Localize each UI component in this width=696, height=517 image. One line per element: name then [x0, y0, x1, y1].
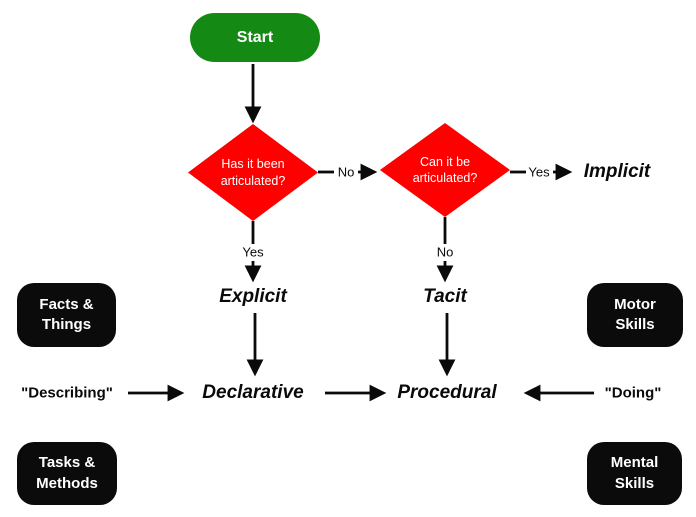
diamond1-line2: articulated?	[220, 173, 286, 188]
term-tacit: Tacit	[423, 286, 467, 307]
motor-line1: Motor	[614, 295, 656, 313]
start-label: Start	[236, 28, 274, 46]
facts-line1: Facts &	[39, 295, 94, 313]
box-mental-skills: Mental Skills	[587, 442, 682, 505]
mental-line1: Mental	[610, 454, 659, 472]
box-motor-skills: Motor Skills	[587, 283, 683, 347]
edge-label-no-to-tacit: No	[434, 244, 456, 260]
diamond1-line1: Has it been	[221, 157, 285, 172]
facts-line2: Things	[41, 316, 92, 333]
edge-label-yes-to-explicit: Yes	[240, 244, 266, 260]
tasks-line2: Methods	[36, 474, 98, 492]
decision-has-it-been-articulated: Has it been articulated?	[188, 124, 318, 221]
edge-label-yes-to-implicit: Yes	[526, 164, 552, 180]
term-explicit: Explicit	[219, 286, 287, 307]
diamond2-line2: articulated?	[412, 171, 478, 185]
start-node: Start	[190, 13, 320, 62]
label-describing: "Describing"	[21, 384, 113, 402]
box-facts-and-things: Facts & Things	[17, 283, 116, 347]
term-procedural: Procedural	[397, 382, 497, 403]
mental-line2: Skills	[614, 474, 655, 492]
decision-can-it-be-articulated: Can it be articulated?	[380, 123, 510, 217]
term-declarative: Declarative	[202, 382, 304, 403]
edge-label-no-between-diamonds: No	[335, 164, 357, 180]
box-tasks-and-methods: Tasks & Methods	[17, 442, 117, 505]
tasks-line1: Tasks &	[38, 454, 96, 472]
diamond2-line1: Can it be	[419, 154, 471, 169]
label-doing: "Doing"	[604, 384, 662, 402]
term-implicit: Implicit	[583, 161, 651, 182]
motor-line2: Skills	[615, 316, 655, 333]
